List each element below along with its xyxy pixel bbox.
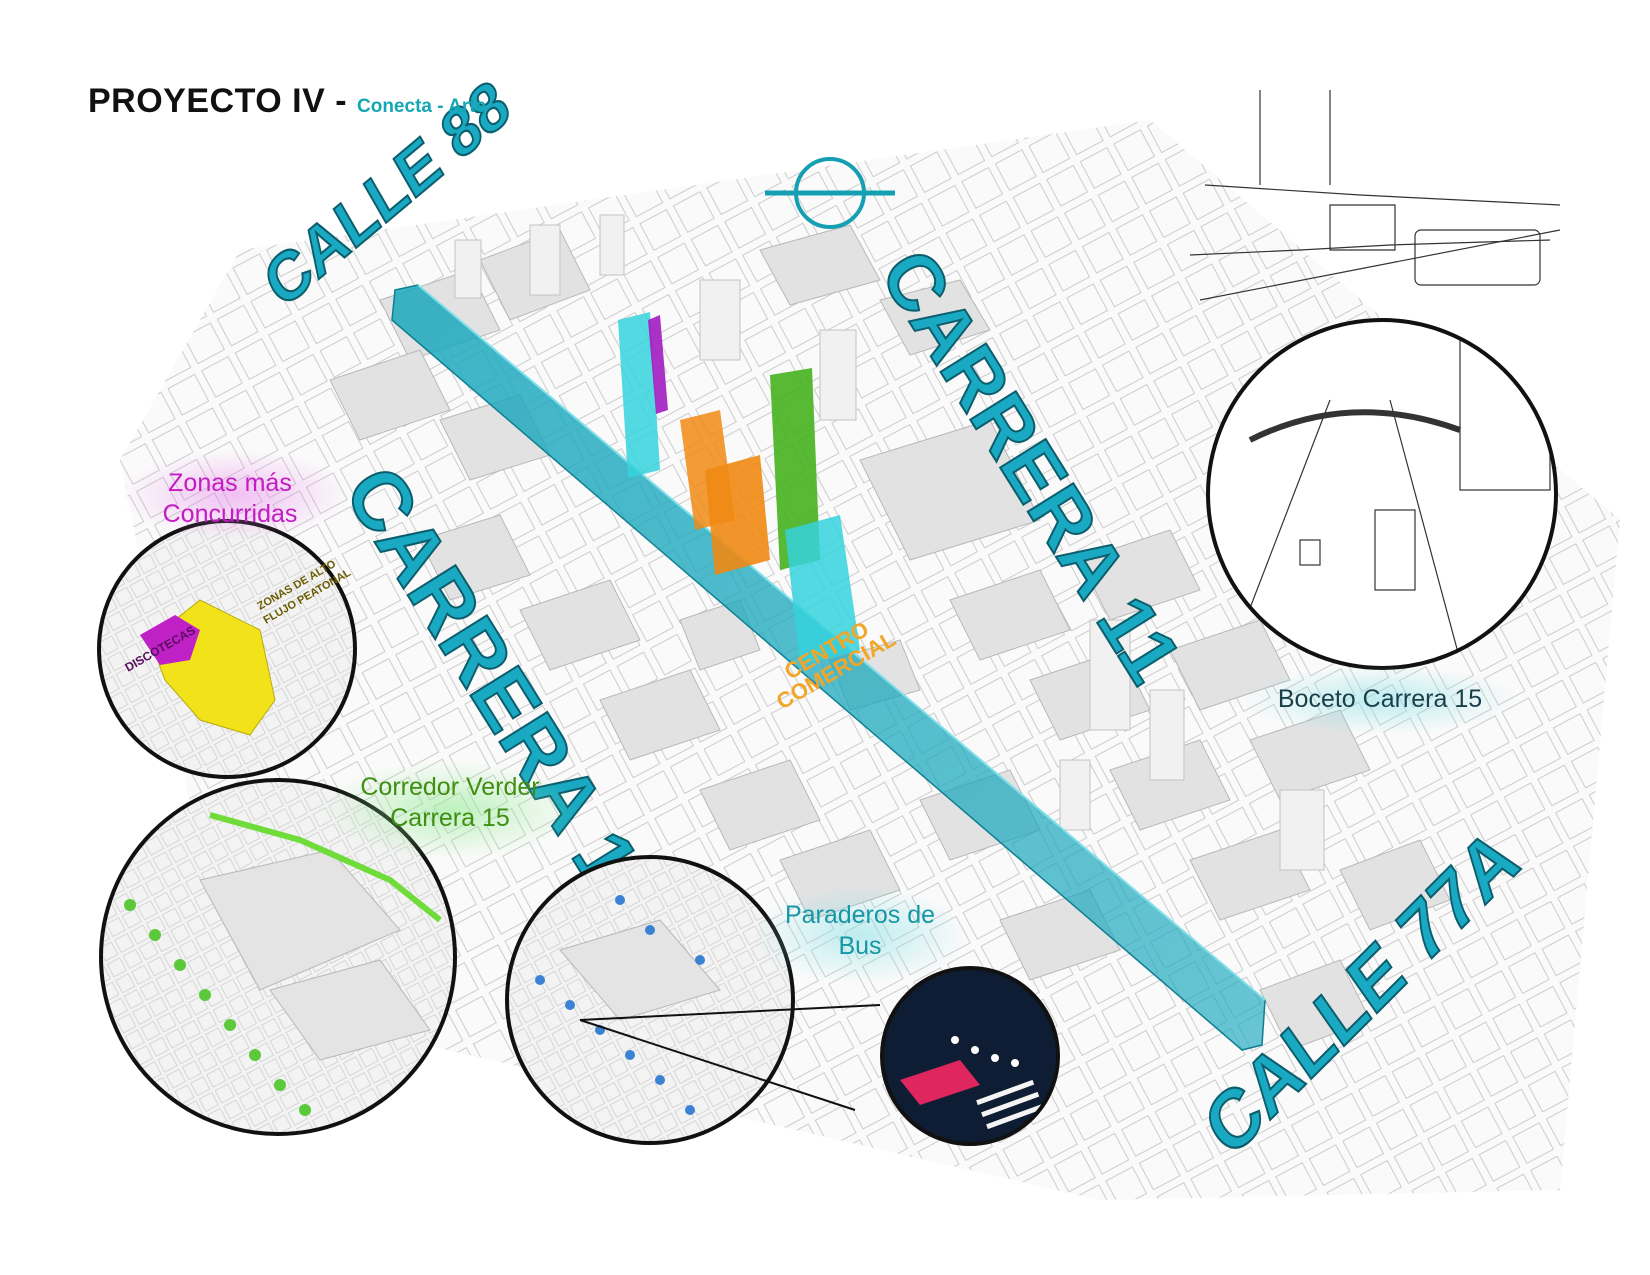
- building-tops: [454, 214, 1325, 871]
- paraderos-glow: [750, 885, 970, 985]
- zonas-glow: [120, 450, 350, 540]
- page-title: PROYECTO IV -: [88, 82, 348, 120]
- label-zonas-concurridas: Zonas más Concurridas: [135, 468, 325, 530]
- label-paraderos-bus: Paraderos de Bus: [760, 900, 960, 962]
- label-corredor-line2: Carrera 15: [390, 804, 510, 832]
- label-paraderos-line1: Paraderos de: [784, 901, 936, 929]
- pedestrian-icon: [951, 1036, 1019, 1067]
- inset-paraderos: [505, 855, 881, 1145]
- project-towers: [618, 312, 860, 665]
- tree-icon: [124, 899, 336, 1134]
- label-boceto-text: Boceto Carrera 15: [1277, 685, 1483, 713]
- label-corredor-verde: Corredor Verder Carrera 15: [340, 772, 560, 834]
- magenta-zone: [140, 615, 200, 665]
- label-zonas-line1: Zonas más: [168, 469, 292, 497]
- metro-logo-icon: [765, 157, 895, 229]
- bus-stop-icon: [535, 895, 705, 1115]
- boceto-glow: [1240, 665, 1520, 735]
- label-boceto-carrera-15: Boceto Carrera 15: [1250, 684, 1510, 715]
- label-corredor-line1: Corredor Verder: [360, 773, 540, 801]
- label-paraderos-line2: Bus: [838, 932, 882, 960]
- inset-crosswalk: [880, 966, 1060, 1146]
- corredor-glow: [320, 760, 580, 860]
- page-subtitle: Conecta - Arte: [357, 96, 487, 117]
- street-sketch: [1189, 90, 1561, 301]
- label-zonas-line2: Concurridas: [162, 500, 298, 528]
- inset-zonas-concurridas: DISCOTECAS ZONAS DE ALTO FLUJO PEATONAL: [97, 519, 357, 779]
